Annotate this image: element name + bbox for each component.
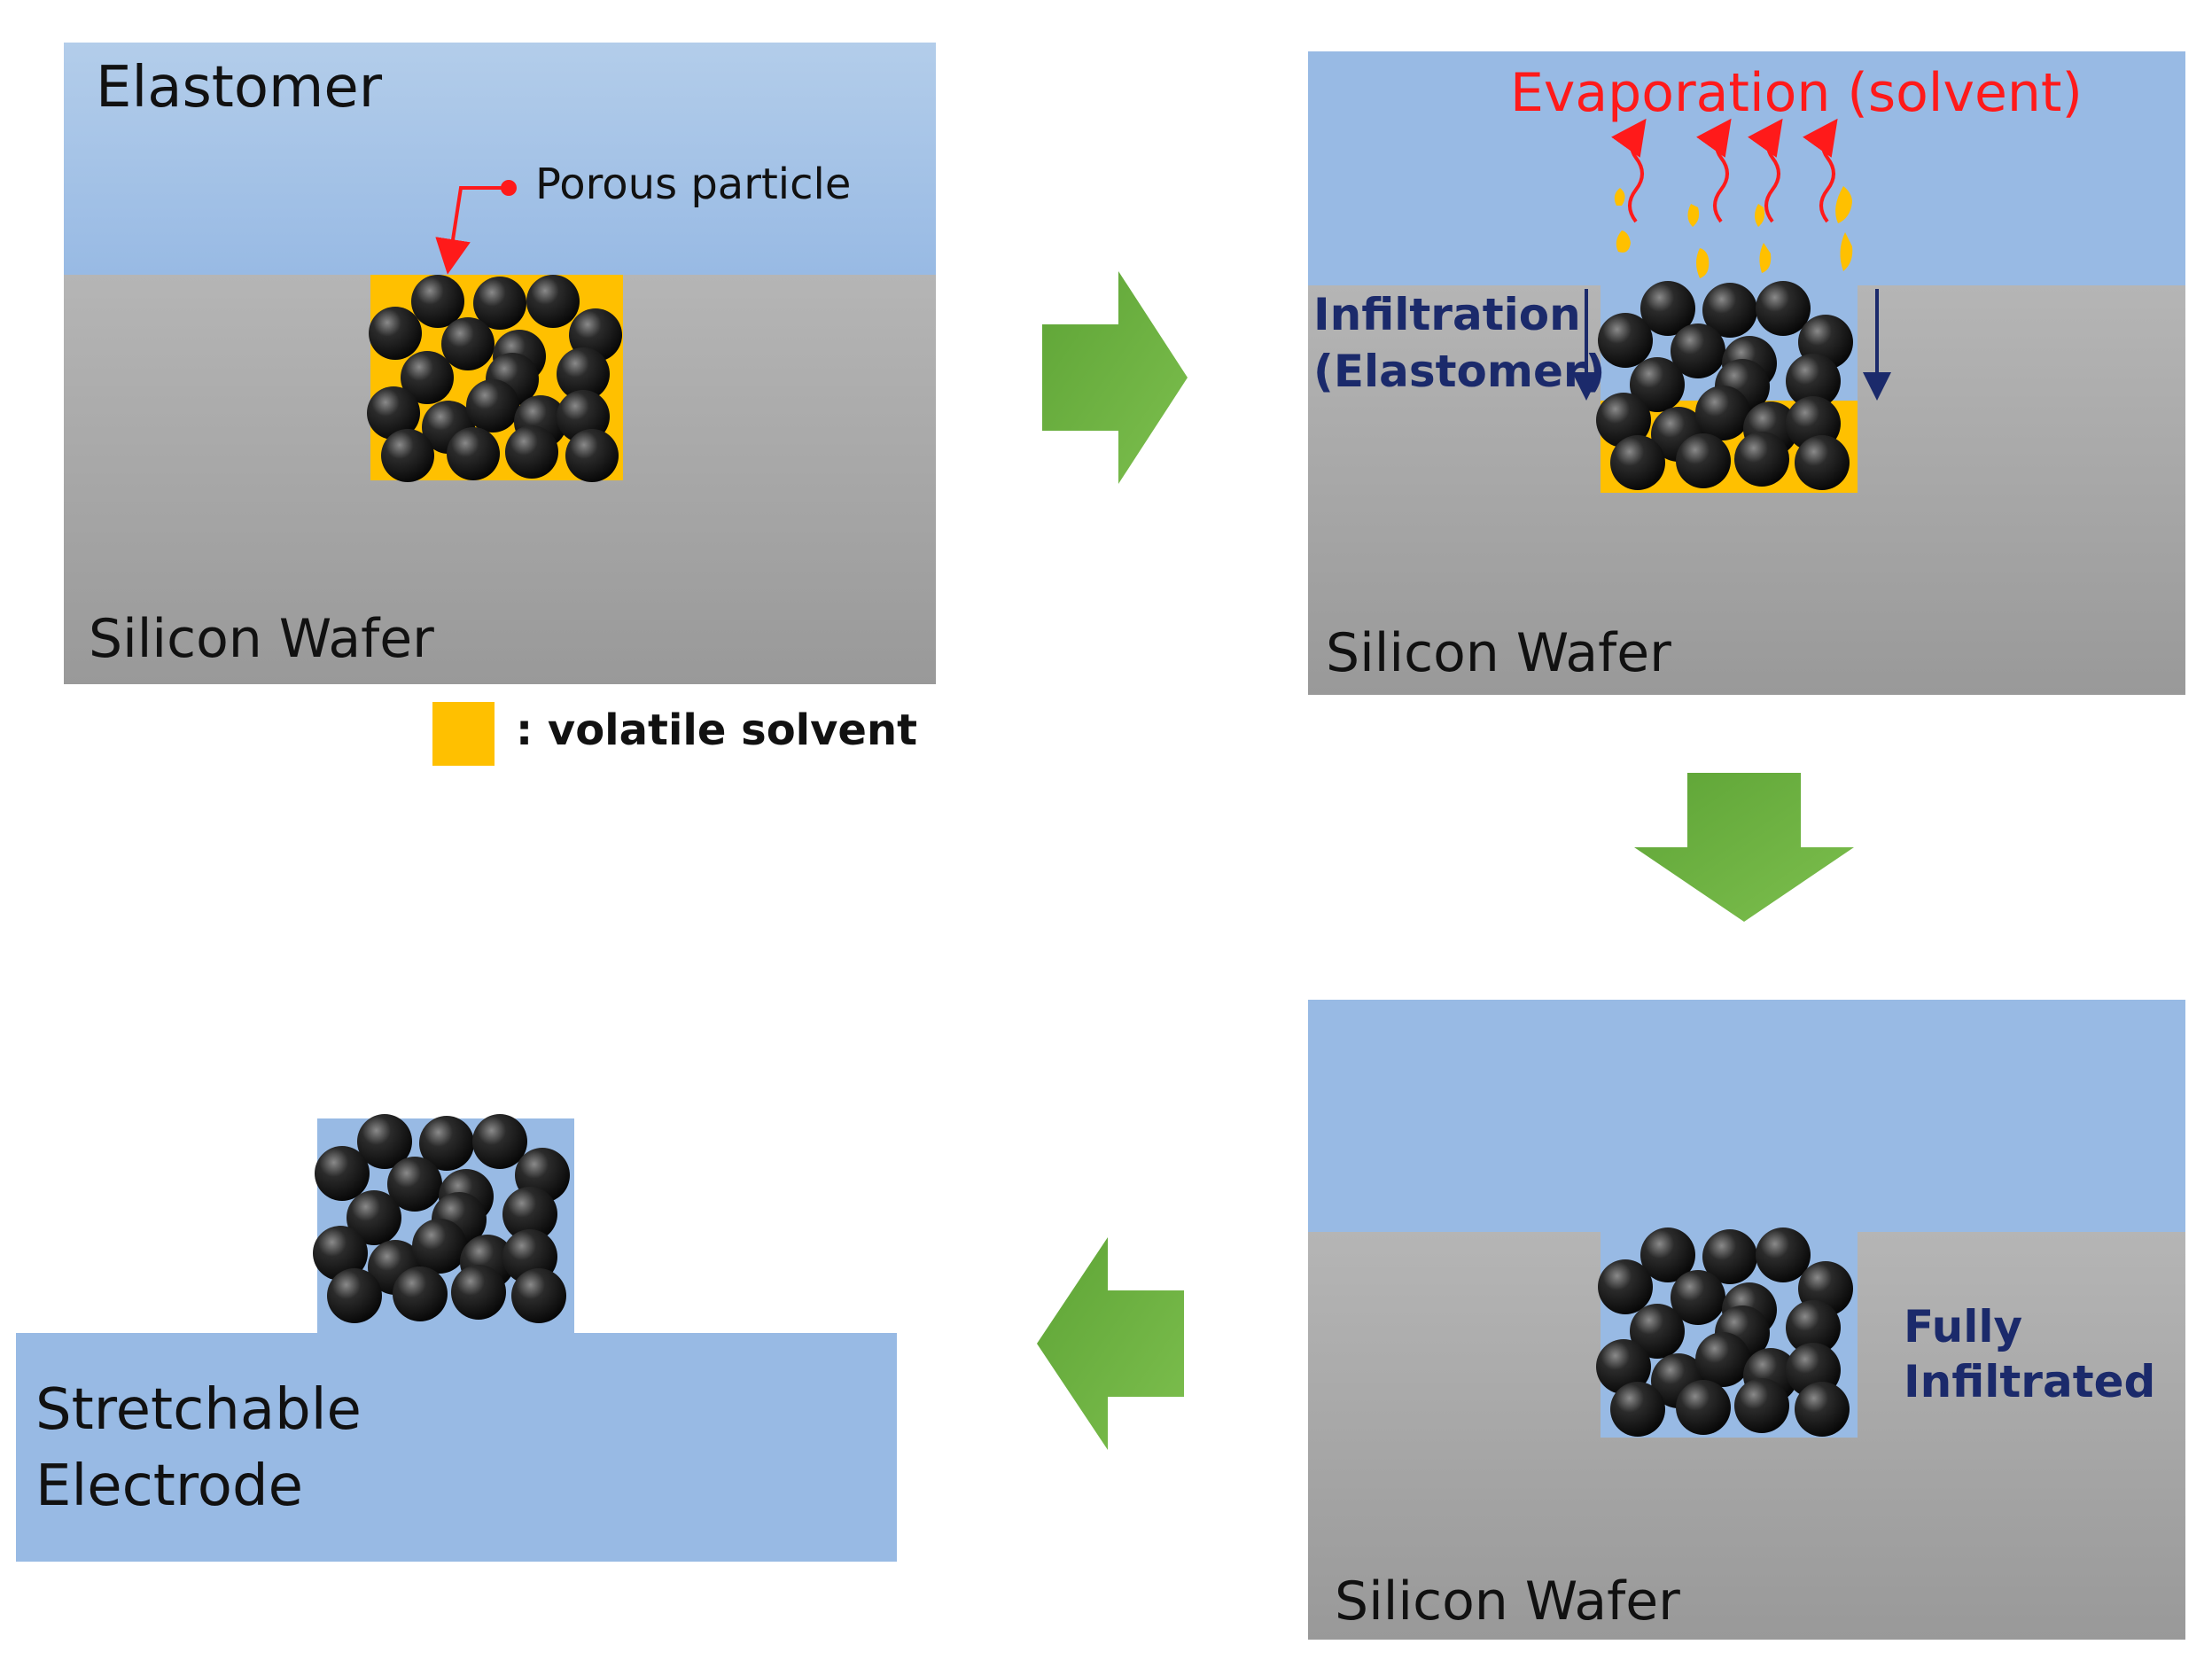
evaporation-label: Evaporation (solvent) <box>1510 62 2083 124</box>
panel-3 <box>1308 1000 2185 1640</box>
particle-sphere <box>526 275 580 328</box>
elastomer-label: Elastomer <box>96 55 383 121</box>
particle-sphere <box>1695 1332 1750 1387</box>
particle-sphere <box>441 317 495 370</box>
particle-sphere <box>1756 281 1811 336</box>
evaporation-arrows <box>1611 118 1838 223</box>
particle-sphere <box>472 1114 527 1169</box>
particle-sphere <box>1702 1229 1757 1284</box>
particle-sphere <box>315 1146 370 1201</box>
legend-swatch <box>432 702 495 766</box>
elastomer-layer <box>1308 1000 2185 1232</box>
particle-sphere <box>466 379 519 433</box>
particle-sphere <box>313 1226 368 1281</box>
porous-particle-label: Porous particle <box>535 160 852 209</box>
particle-sphere <box>1702 283 1757 338</box>
fully-infiltrated-line1: Fully <box>1904 1301 2023 1352</box>
particle-sphere <box>565 429 619 482</box>
particle-sphere <box>1598 1259 1653 1314</box>
particle-sphere <box>451 1265 506 1320</box>
particle-sphere <box>369 307 422 360</box>
fully-infiltrated-line2: Infiltrated <box>1904 1356 2156 1407</box>
silicon-wafer-label: Silicon Wafer <box>1326 622 1671 684</box>
particle-sphere <box>1610 435 1665 490</box>
particle-sphere <box>1786 1300 1841 1355</box>
infiltration-arrows <box>1572 289 1891 401</box>
silicon-wafer-label: Silicon Wafer <box>1335 1570 1680 1633</box>
particle-sphere <box>1640 1227 1695 1282</box>
particle-pointer <box>435 180 517 275</box>
particle-sphere <box>1734 1378 1789 1433</box>
particle-sphere <box>505 425 558 479</box>
particle-sphere <box>1610 1382 1665 1437</box>
particle-sphere <box>1795 435 1850 490</box>
particle-sphere <box>1596 393 1651 448</box>
panel-4 <box>16 1114 897 1562</box>
particle-sphere <box>411 275 464 328</box>
particle-sphere <box>393 1266 448 1321</box>
arrow-right <box>1042 271 1188 484</box>
particle-cluster <box>1596 1227 1853 1437</box>
particle-sphere <box>1734 432 1789 487</box>
arrow-down <box>1634 773 1854 922</box>
particle-sphere <box>367 386 420 440</box>
silicon-wafer-label: Silicon Wafer <box>89 608 434 670</box>
particle-sphere <box>327 1268 382 1323</box>
particle-sphere <box>1795 1382 1850 1437</box>
particle-sphere <box>473 277 526 330</box>
particle-sphere <box>1640 281 1695 336</box>
particle-sphere <box>1596 1339 1651 1394</box>
elastomer-layer <box>1308 51 2185 285</box>
particle-sphere <box>1671 1270 1725 1325</box>
stretchable-electrode-line1: Stretchable <box>35 1377 362 1443</box>
panel-2 <box>1308 51 2185 695</box>
particle-sphere <box>1695 386 1750 440</box>
particle-sphere <box>1671 323 1725 378</box>
particle-sphere <box>387 1157 442 1212</box>
infiltration-label-line2: (Elastomer) <box>1313 346 1606 397</box>
particle-sphere <box>347 1190 401 1245</box>
particle-sphere <box>511 1268 566 1323</box>
particle-sphere <box>557 347 610 401</box>
infiltration-label-line1: Infiltration <box>1313 289 1581 340</box>
particle-sphere <box>1598 313 1653 368</box>
elastomer-layer <box>64 43 936 275</box>
particle-sphere <box>357 1114 412 1169</box>
particle-sphere <box>381 429 434 482</box>
particle-cluster <box>367 275 622 482</box>
particle-cluster <box>313 1114 570 1323</box>
particle-cluster <box>1596 281 1853 490</box>
particle-sphere <box>412 1219 467 1274</box>
particle-sphere <box>1676 433 1731 488</box>
stretchable-electrode-line2: Electrode <box>35 1453 303 1519</box>
particle-sphere <box>502 1187 557 1242</box>
particle-sphere <box>419 1116 474 1171</box>
solvent-vapor <box>1614 186 1853 278</box>
legend-label: : volatile solvent <box>516 705 918 755</box>
particle-sphere <box>447 427 500 480</box>
electrode-base <box>16 1333 897 1562</box>
particle-sphere <box>1630 1304 1685 1359</box>
particle-sphere <box>1630 357 1685 412</box>
particle-sphere <box>401 351 454 404</box>
arrow-left <box>1037 1237 1184 1450</box>
particle-sphere <box>1786 354 1841 409</box>
panel-1 <box>64 43 936 766</box>
particle-sphere <box>1756 1227 1811 1282</box>
particle-sphere <box>1676 1380 1731 1435</box>
